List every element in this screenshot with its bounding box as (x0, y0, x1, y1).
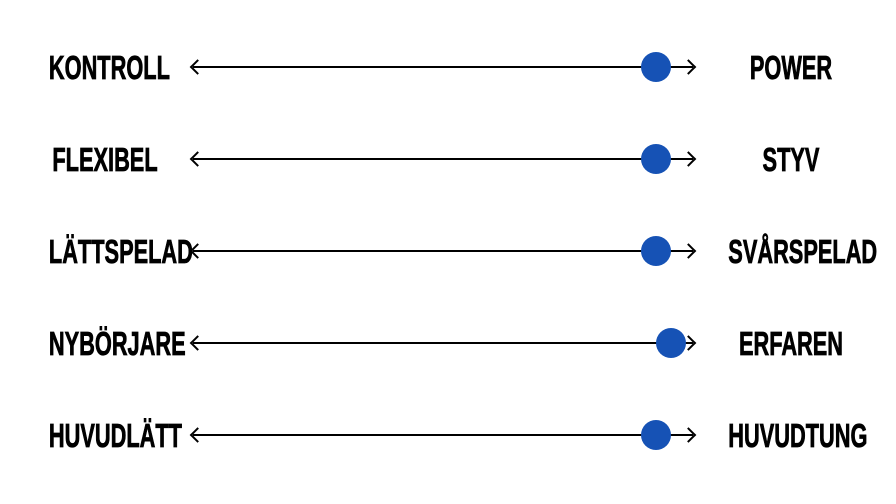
arrow-left-icon (189, 59, 206, 75)
arrow-left-icon (189, 335, 206, 351)
arrow-right-icon (680, 151, 697, 167)
scale-left-label: KONTROLL (48, 48, 171, 86)
scale-left-label: HUVUDLÄTT (48, 416, 183, 454)
arrow-right-icon (680, 427, 697, 443)
scale-track (189, 323, 697, 363)
scale-track (189, 231, 697, 271)
scale-track (189, 47, 697, 87)
scale-track (189, 415, 697, 455)
arrow-left-icon (189, 243, 206, 259)
arrow-right-icon (680, 59, 697, 75)
scale-right-label: POWER (749, 48, 833, 86)
scale-track (189, 139, 697, 179)
scale-row-nyborjare-erfaren: NYBÖRJARE ERFAREN (0, 297, 896, 389)
scale-row-huvudlatt-huvudtung: HUVUDLÄTT HUVUDTUNG (0, 389, 896, 481)
arrow-left-icon (189, 427, 206, 443)
arrow-right-icon (680, 243, 697, 259)
scale-line (193, 158, 693, 160)
scale-line (193, 66, 693, 68)
scale-right-label: ERFAREN (738, 324, 844, 362)
scale-value-dot (640, 52, 671, 82)
scale-value-dot (655, 328, 686, 358)
scale-right-label: SVÅRSPELAD (728, 232, 878, 270)
scale-left-label: NYBÖRJARE (48, 324, 186, 362)
scale-value-dot (640, 420, 671, 450)
scale-line (193, 342, 693, 344)
scale-line (193, 250, 693, 252)
scale-row-flexibel-styv: FLEXIBEL STYV (0, 113, 896, 205)
scale-left-label: LÄTTSPELAD (48, 232, 194, 270)
scale-line (193, 434, 693, 436)
scale-right-label: HUVUDTUNG (728, 416, 868, 454)
scale-right-label: STYV (762, 140, 820, 178)
arrow-left-icon (189, 151, 206, 167)
scale-row-lattspelad-svarspelad: LÄTTSPELAD SVÅRSPELAD (0, 205, 896, 297)
scale-row-kontroll-power: KONTROLL POWER (0, 21, 896, 113)
scale-left-label: FLEXIBEL (52, 140, 158, 178)
scale-value-dot (640, 144, 671, 174)
scale-value-dot (640, 236, 671, 266)
